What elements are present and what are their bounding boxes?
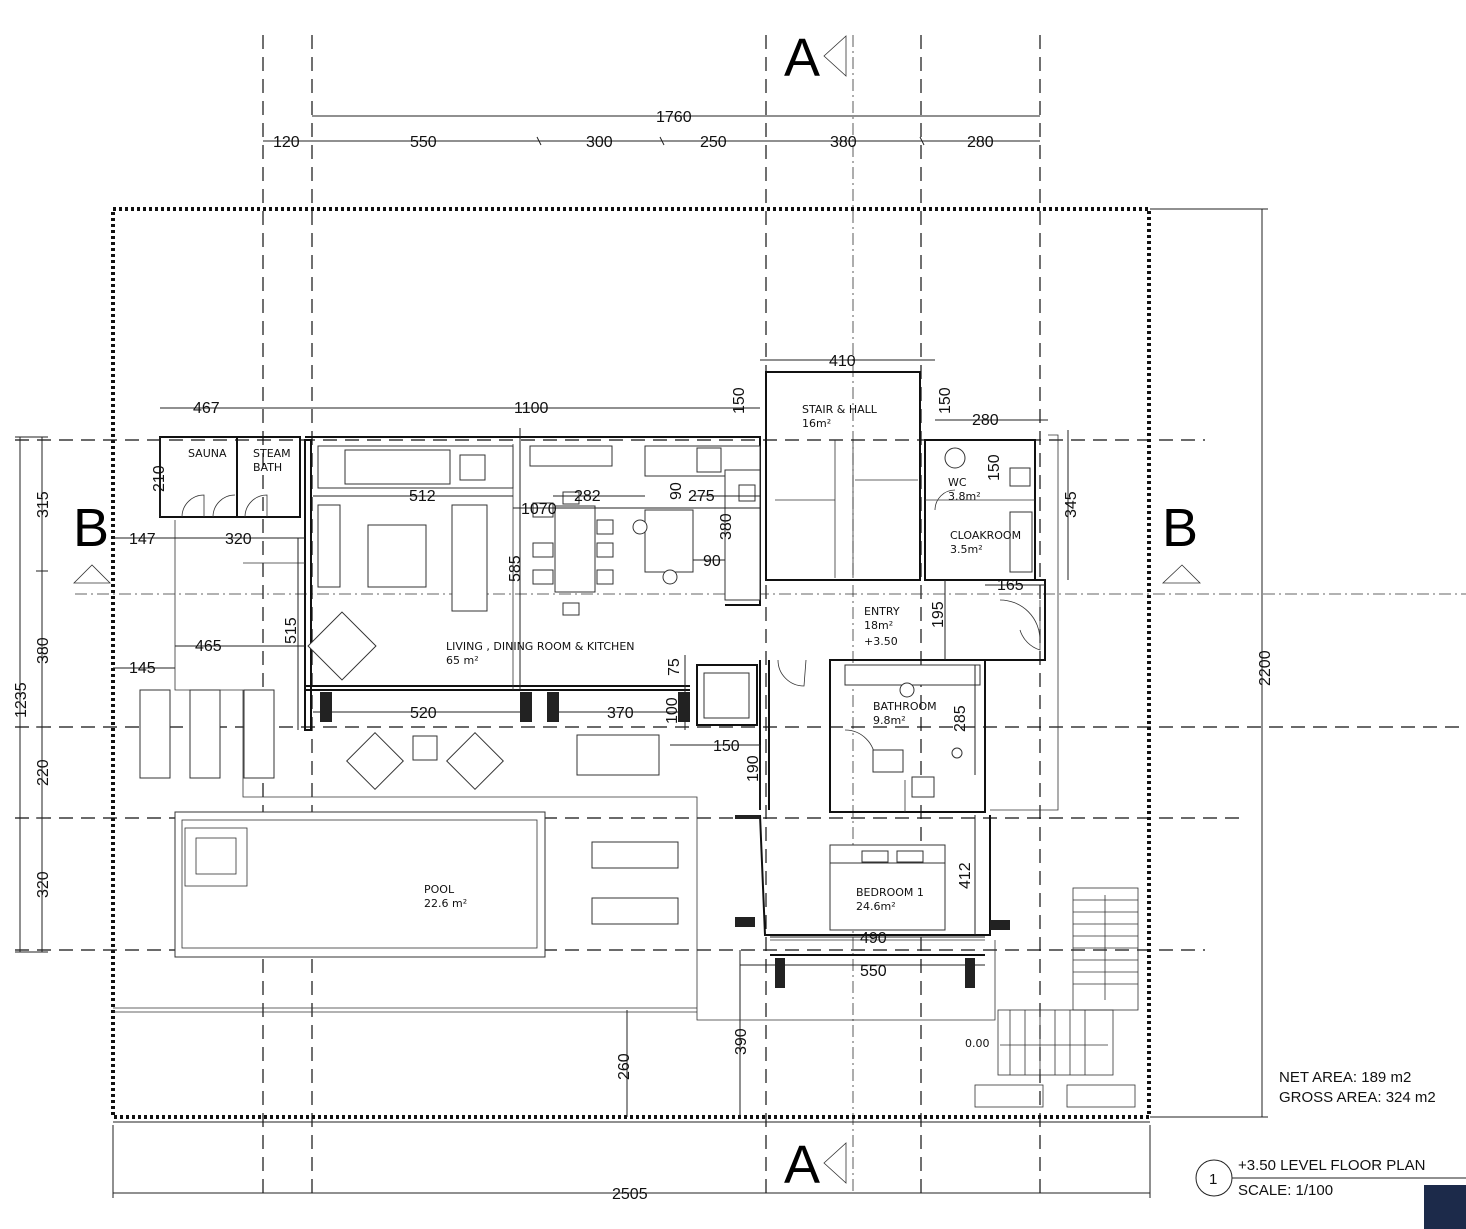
section-a-top: A [784, 28, 820, 88]
dim-bottom-260: 260 [616, 1053, 633, 1080]
dim-150-d: 150 [713, 738, 740, 755]
dim-380: 380 [718, 513, 735, 540]
dim-right-345: 345 [1063, 491, 1080, 518]
dim-100: 100 [664, 697, 681, 724]
dim-left-315: 315 [35, 491, 52, 518]
room-bath-area: 9.8m² [873, 714, 906, 727]
ground-level-mark: 0.00 [965, 1037, 990, 1050]
drawing-number: 1 [1209, 1171, 1217, 1188]
columns [320, 692, 1010, 988]
room-bed-area: 24.6m² [856, 900, 896, 913]
right-dimensions [1067, 208, 1268, 1118]
drawing-title: +3.50 LEVEL FLOOR PLAN [1238, 1157, 1425, 1174]
dim-1070: 1070 [521, 501, 557, 518]
dim-90-a: 90 [668, 482, 685, 500]
room-cloak-name: CLOAKROOM [950, 529, 1021, 542]
dim-512: 512 [409, 488, 436, 505]
room-bath-name: BATHROOM [873, 700, 937, 713]
site-boundary [111, 207, 1151, 1119]
section-b-right-arrow [1161, 564, 1201, 584]
section-b-left-arrow [73, 564, 111, 584]
dim-280: 280 [972, 412, 999, 429]
section-a-bottom-arrow [823, 1142, 847, 1184]
dim-top-250: 250 [700, 134, 727, 151]
dim-147: 147 [129, 531, 156, 548]
dim-150-a: 150 [731, 387, 748, 414]
dim-bottom-390: 390 [733, 1028, 750, 1055]
dim-top-550: 550 [410, 134, 437, 151]
dim-410: 410 [829, 353, 856, 370]
dim-285: 285 [952, 705, 969, 732]
dim-top-300: 300 [586, 134, 613, 151]
drawing-scale: SCALE: 1/100 [1238, 1182, 1333, 1199]
dim-282: 282 [574, 488, 601, 505]
dim-195: 195 [930, 601, 947, 628]
dim-465: 465 [195, 638, 222, 655]
gross-area: GROSS AREA: 324 m2 [1279, 1089, 1436, 1106]
top-dimensions [263, 115, 1040, 146]
external-stairs [974, 887, 1139, 1108]
room-entry-level: +3.50 [864, 635, 898, 648]
room-steam-2: BATH [253, 461, 282, 474]
room-steam-1: STEAM [253, 447, 291, 460]
dim-467: 467 [193, 400, 220, 417]
dim-left-220: 220 [35, 759, 52, 786]
dim-left-320: 320 [35, 871, 52, 898]
dim-90-b: 90 [703, 553, 721, 570]
dim-520: 520 [410, 705, 437, 722]
room-pool-area: 22.6 m² [424, 897, 467, 910]
dim-145: 145 [129, 660, 156, 677]
corner-badge [1424, 1185, 1466, 1229]
room-entry-area: 18m² [864, 619, 893, 632]
dim-right-overall: 2200 [1257, 650, 1274, 686]
dim-bottom-overall: 2505 [612, 1186, 648, 1203]
dim-490: 490 [860, 930, 887, 947]
room-wc-name: WC [948, 476, 967, 489]
room-pool-name: POOL [424, 883, 455, 896]
dim-1100: 1100 [514, 400, 549, 417]
net-area: NET AREA: 189 m2 [1279, 1069, 1411, 1086]
room-entry-name: ENTRY [864, 605, 900, 618]
room-bed-name: BEDROOM 1 [856, 886, 924, 899]
dim-top-380: 380 [830, 134, 857, 151]
room-wc-area: 3.8m² [948, 490, 981, 503]
room-living-name: LIVING , DINING ROOM & KITCHEN [446, 640, 635, 653]
room-stair-name: STAIR & HALL [802, 403, 878, 416]
room-sauna: SAUNA [188, 447, 227, 460]
interior-dimension-lines [113, 359, 1048, 966]
dim-left-380: 380 [35, 637, 52, 664]
furniture [139, 445, 1033, 958]
dim-top-280: 280 [967, 134, 994, 151]
dim-412: 412 [957, 862, 974, 889]
dim-top-overall: 1760 [656, 109, 692, 126]
room-stair-area: 16m² [802, 417, 831, 430]
dim-210: 210 [151, 465, 168, 492]
dim-190: 190 [745, 755, 762, 782]
bottom-dimensions [112, 950, 1151, 1198]
dim-165: 165 [997, 577, 1024, 594]
left-dimensions [15, 436, 48, 953]
dim-370: 370 [607, 705, 634, 722]
section-b-left: B [73, 498, 109, 558]
section-a-top-arrow [823, 35, 847, 77]
room-living-area: 65 m² [446, 654, 479, 667]
room-cloak-area: 3.5m² [950, 543, 983, 556]
section-b-right: B [1162, 498, 1198, 558]
dim-275: 275 [688, 488, 715, 505]
section-a-bottom: A [784, 1135, 820, 1195]
dim-515: 515 [283, 617, 300, 644]
dim-150-c: 150 [986, 454, 1003, 481]
dim-top-120: 120 [273, 134, 300, 151]
dim-585: 585 [507, 555, 524, 582]
dim-75: 75 [666, 658, 683, 676]
dim-150-b: 150 [937, 387, 954, 414]
dim-550: 550 [860, 963, 887, 980]
dim-left-overall: 1235 [13, 682, 30, 718]
dim-320: 320 [225, 531, 252, 548]
